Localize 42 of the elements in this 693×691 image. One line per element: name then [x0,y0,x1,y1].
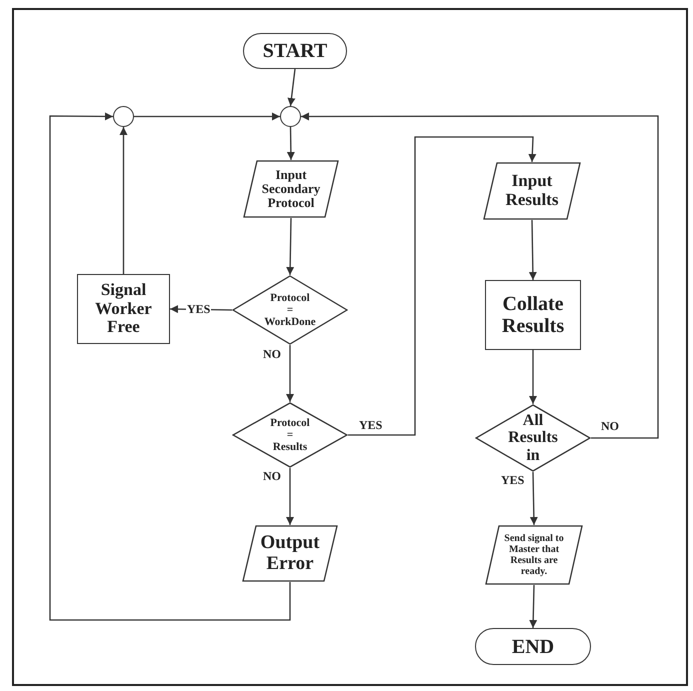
io-parallelogram [485,525,583,585]
node-label: Collate Results [500,293,566,337]
process-box [485,280,581,350]
edge-label: NO [262,470,282,482]
arrow [288,68,296,106]
node-label: Signal Worker Free [94,280,153,338]
io-parallelogram [243,160,339,218]
decision-diamond [475,404,591,472]
node-label: All Results in [507,412,559,464]
terminal-shape [243,33,347,69]
arrow [286,218,294,276]
decision-diamond [232,402,348,468]
arrow [134,112,280,120]
node-label: END [512,636,554,658]
edge-label: YES [500,474,526,486]
node-label: Output Error [259,532,321,574]
arrow [286,127,295,160]
edge-label: YES [186,303,212,315]
io-parallelogram [483,162,581,220]
edge-label: NO [262,348,282,360]
terminal-shape [475,628,591,665]
arrow [301,112,659,439]
node-label: Send signal to Master that Results are ready. [503,533,565,577]
node-label: Input Results [504,172,560,210]
node-label: Input Secondary Protocol [260,168,322,210]
io-parallelogram [242,525,338,582]
node-label: Protocol = Results [270,416,310,454]
process-box [77,274,170,344]
arrow [286,345,294,402]
arrow [528,220,537,280]
arrow [529,350,537,404]
edge-label: YES [358,419,384,431]
arrow [120,127,128,274]
node-label: Protocol = WorkDone [264,292,316,328]
arrow [530,472,538,526]
arrow [348,136,536,436]
edge-label: NO [600,420,620,432]
node-label: START [262,40,328,62]
arrow [286,468,294,525]
arrow [49,112,291,621]
decision-diamond [232,275,348,345]
arrow [529,584,538,628]
